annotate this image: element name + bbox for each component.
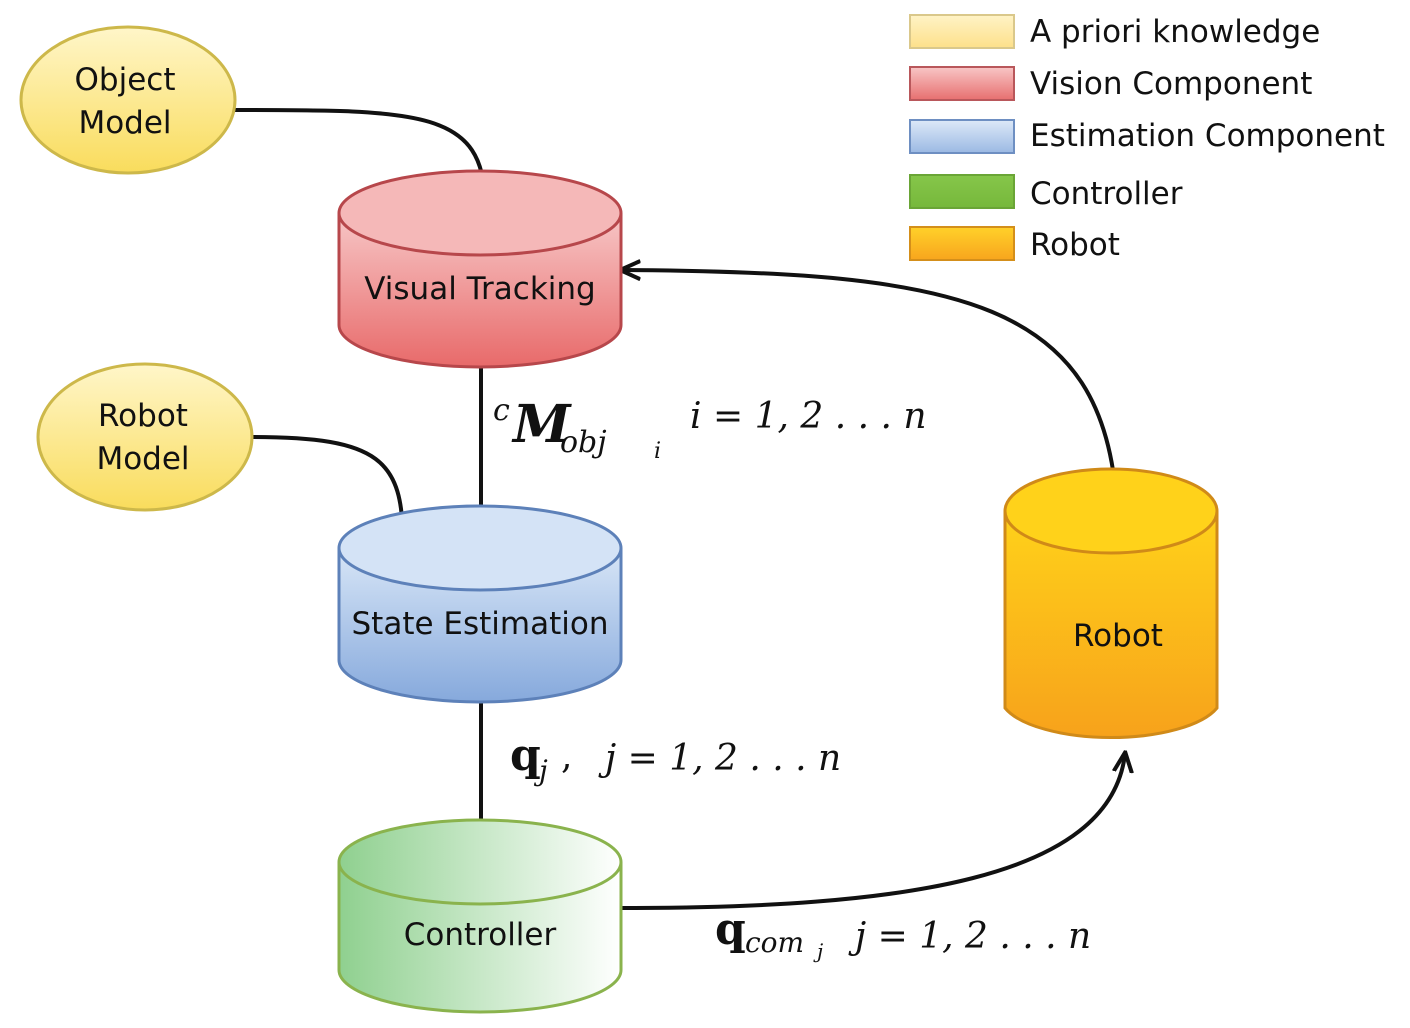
legend-item-controller: Controller bbox=[909, 174, 1183, 212]
pre-superscript-c: c bbox=[493, 393, 510, 428]
legend-label-controller: Controller bbox=[1030, 176, 1183, 212]
robot-node[interactable]: Robot bbox=[1003, 467, 1219, 740]
edge-robot-to-visual-tracking bbox=[622, 270, 1119, 509]
legend-label-vision: Vision Component bbox=[1030, 66, 1312, 102]
edge-label-qcomj: q com j j = 1, 2 . . . n bbox=[715, 904, 1091, 963]
edge-controller-to-robot bbox=[621, 754, 1125, 910]
edge-label-qj: q j , j = 1, 2 . . . n bbox=[510, 730, 841, 787]
controller-label: Controller bbox=[404, 917, 557, 953]
robot-model-label-line1: Robot bbox=[98, 398, 188, 434]
subscript-obj: obj bbox=[560, 425, 607, 460]
symbol-M: M bbox=[511, 394, 572, 455]
legend-swatch-vision bbox=[909, 66, 1015, 101]
visual-tracking-label: Visual Tracking bbox=[364, 271, 595, 307]
robot-label: Robot bbox=[1073, 618, 1163, 654]
legend-item-estimation: Estimation Component bbox=[909, 118, 1385, 154]
robot-model-label-line2: Model bbox=[96, 441, 189, 477]
state-estimation-label: State Estimation bbox=[352, 606, 609, 642]
legend-label-estimation: Estimation Component bbox=[1030, 118, 1385, 154]
range-i: i = 1, 2 . . . n bbox=[690, 396, 927, 437]
range-j: j = 1, 2 . . . n bbox=[598, 738, 841, 779]
legend-item-a-priori: A priori knowledge bbox=[909, 14, 1320, 50]
object-model-label-line1: Object bbox=[75, 62, 176, 98]
legend-swatch-controller bbox=[909, 174, 1015, 209]
range-j-com: j = 1, 2 . . . n bbox=[848, 916, 1091, 957]
visual-tracking-node[interactable]: Visual Tracking bbox=[337, 169, 623, 369]
legend-label-a-priori: A priori knowledge bbox=[1030, 14, 1320, 50]
edge-label-cMobj: c M obj i i = 1, 2 . . . n bbox=[493, 393, 927, 464]
legend-item-vision: Vision Component bbox=[909, 66, 1312, 102]
legend-label-robot: Robot bbox=[1030, 227, 1120, 263]
sub-subscript-i: i bbox=[654, 439, 661, 464]
state-estimation-node[interactable]: State Estimation bbox=[337, 504, 623, 704]
object-model-label-line2: Model bbox=[78, 105, 171, 141]
subscript-com: com bbox=[745, 926, 804, 959]
symbol-q-com: q bbox=[715, 904, 746, 955]
legend-item-robot: Robot bbox=[909, 226, 1120, 263]
sub-subscript-j: j bbox=[813, 939, 823, 963]
object-model-node[interactable]: Object Model bbox=[19, 25, 237, 175]
legend-swatch-robot bbox=[909, 226, 1015, 261]
separator-comma: , bbox=[561, 736, 572, 777]
controller-node[interactable]: Controller bbox=[337, 818, 623, 1014]
legend-swatch-a-priori bbox=[909, 14, 1015, 49]
legend-swatch-estimation bbox=[909, 119, 1015, 154]
symbol-q: q bbox=[510, 730, 541, 781]
robot-model-node[interactable]: Robot Model bbox=[36, 362, 254, 512]
legend: A priori knowledge Vision Component Esti… bbox=[909, 14, 1385, 263]
